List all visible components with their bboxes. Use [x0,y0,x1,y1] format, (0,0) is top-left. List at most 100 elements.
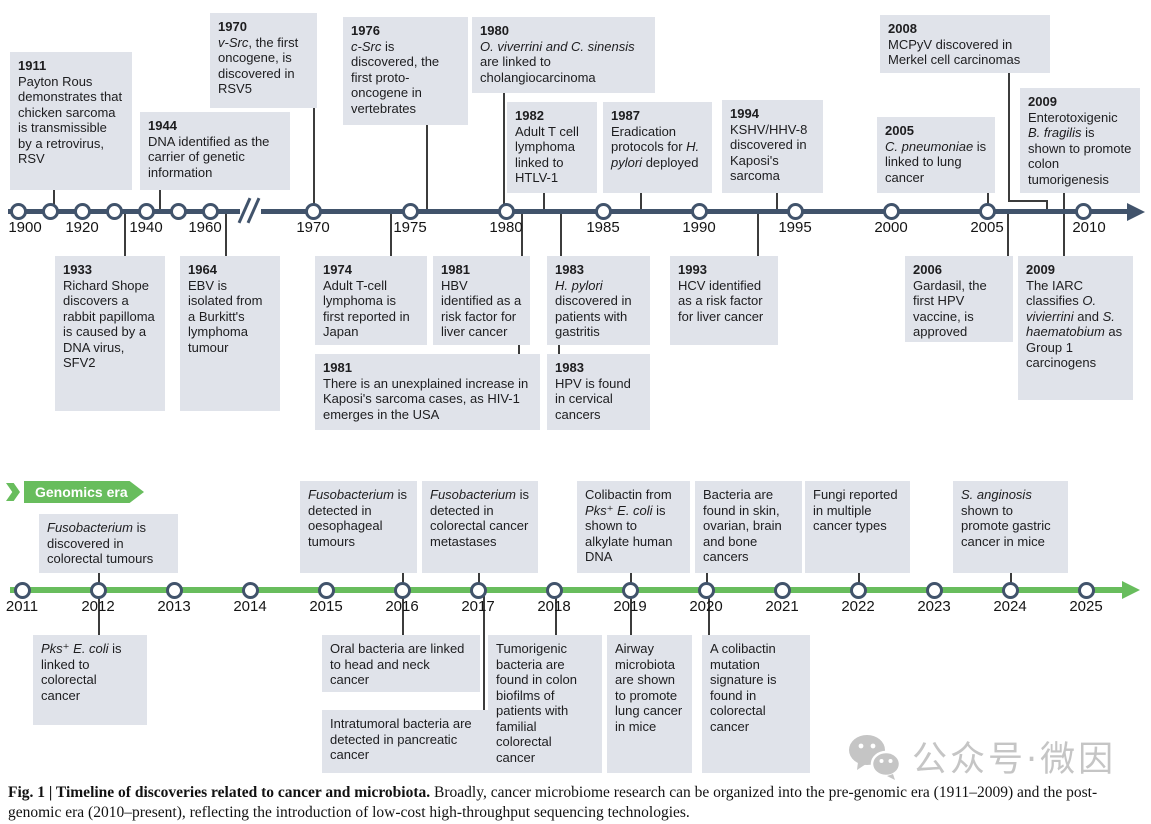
event-genomics-below-1: Oral bacteria are linked to head and nec… [322,635,480,692]
axis-year-label: 2005 [970,219,1004,236]
timeline-node [773,581,791,599]
event-year: 1981 [441,262,470,277]
event-text: The IARC classifies O. vivierrini and S.… [1026,277,1123,371]
timeline-node [469,581,487,599]
connector-line [478,573,480,589]
timeline-node [690,203,708,220]
timeline-node [201,203,219,220]
connector-line [402,573,404,589]
connector-line [159,190,161,212]
axis-year-label: 2000 [874,219,908,236]
connector-line [518,345,520,354]
event-year: 1933 [63,262,92,277]
event-text: Fungi reported in multiple cancer types [813,487,898,533]
watermark-text: 公众号·微因 [912,740,1117,780]
event-text: Adult T-cell lymphoma is first reported … [323,277,410,340]
axis-year-label: 2014 [233,598,267,615]
connector-line [1046,200,1048,212]
axis-year-label: 1940 [129,219,163,236]
connector-line [555,592,557,635]
event-text: Oral bacteria are linked to head and nec… [330,641,465,687]
axis-year-label: 2021 [765,598,799,615]
event-text: MCPyV discovered in Merkel cell carcinom… [888,36,1021,68]
event-text: Tumorigenic bacteria are found in colon … [496,641,577,765]
timeline-node [89,581,107,599]
event-text: v-Src, the first oncogene, is discovered… [218,34,299,97]
connector-line [1008,200,1047,202]
genomics-era-label: Genomics era [35,484,128,500]
timeline-node [545,581,563,599]
event-text: H. pylori discovered in patients with ga… [555,277,632,340]
connector-line [757,214,759,256]
event-year: 1983 [555,262,584,277]
axis-year-label: 2018 [537,598,571,615]
timeline-arrowhead-green [1122,581,1140,599]
timeline-node [169,203,187,220]
event-text: Gardasil, the first HPV vaccine, is appr… [913,277,987,340]
connector-line [630,592,632,635]
event-text: Eradication protocols for H. pylori depl… [611,123,700,170]
timeline-node [497,203,515,220]
event-text: Airway microbiota are shown to promote l… [615,641,683,734]
axis-year-label: 1970 [296,219,330,236]
event-year: 1994 [730,106,759,121]
connector-line [426,125,428,212]
event-year: 1976 [351,23,380,38]
connector-line [124,214,126,256]
event-text: Pks⁺ E. coli is linked to colorectal can… [41,641,122,703]
axis-year-label: 1920 [65,219,99,236]
event-text: O. viverrini and C. sinensis are linked … [480,38,635,85]
axis-year-label: 2024 [993,598,1027,615]
event-text: c-Src is discovered, the first proto-onc… [351,38,440,116]
event-text: Fusobacterium is detected in oesophageal… [308,487,407,549]
event-text: DNA identified as the carrier of genetic… [148,133,270,180]
axis-year-label: 1985 [586,219,620,236]
timeline-node [925,581,943,599]
event-year: 1981 [323,360,352,375]
timeline-node [41,203,59,220]
event-year: 1987 [611,108,640,123]
connector-line [640,193,642,212]
event-text: Payton Rous demonstrates that chicken sa… [18,73,123,167]
event-year: 1982 [515,108,544,123]
connector-line [1063,193,1065,256]
connector-line [1010,573,1012,589]
timeline-node [978,203,996,220]
wechat-icon [849,734,902,780]
connector-line [483,592,485,710]
event-year: 2008 [888,21,917,36]
connector-line [987,193,989,212]
connector-line [225,214,227,256]
figure-caption: Fig. 1 | Timeline of discoveries related… [8,783,1146,822]
event-genomics-below-4: Airway microbiota are shown to promote l… [607,635,692,773]
connector-line [313,108,315,212]
event-year: 1964 [188,262,217,277]
event-text: Fusobacterium is detected in colorectal … [430,487,529,549]
timeline-node [594,203,612,220]
timeline-node [1001,581,1019,599]
timeline-node [13,581,31,599]
watermark: 公众号·微因 [846,731,1116,782]
connector-line [521,214,523,256]
timeline-node [304,203,322,220]
connector-line [558,345,560,354]
event-text: KSHV/HHV-8 discovered in Kaposi's sarcom… [730,121,808,184]
event-text: C. pneumoniae is linked to lung cancer [885,138,987,185]
connector-line [1007,214,1009,256]
timeline-node [9,203,27,220]
axis-year-label: 1900 [8,219,42,236]
timeline-node [621,581,639,599]
